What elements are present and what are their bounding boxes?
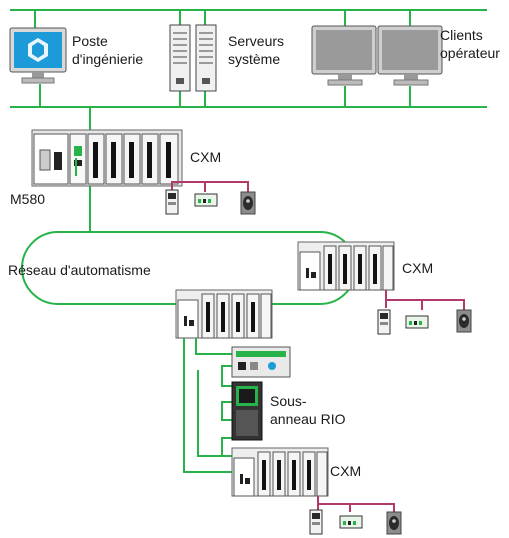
plc-rack-icon xyxy=(231,447,329,497)
server-icon xyxy=(195,24,217,92)
fieldbus-right xyxy=(385,290,465,310)
motor-starter-icon xyxy=(240,191,256,215)
operator-monitor-icon xyxy=(377,25,443,86)
cxm-right-label: CXM xyxy=(402,260,433,276)
plc-rack-icon xyxy=(175,289,273,339)
io-module-icon xyxy=(405,315,429,329)
m580-label: M580 xyxy=(10,191,45,207)
fieldbus-top xyxy=(75,158,249,192)
plc-rack-icon xyxy=(297,241,395,291)
servers-label-line1: Serveurs xyxy=(228,33,284,49)
motor-starter-icon xyxy=(386,511,402,535)
engineering-station-label-line2: d'ingénierie xyxy=(72,51,143,67)
motor-starter-icon xyxy=(456,309,472,333)
cxm-bottom-label: CXM xyxy=(330,463,361,479)
io-module-icon xyxy=(194,193,218,207)
fieldbus-bottom xyxy=(317,496,395,512)
drive-icon xyxy=(309,509,323,535)
subring-label-line2: anneau RIO xyxy=(270,411,346,427)
servers-label-line2: système xyxy=(228,51,280,67)
automation-network-label: Réseau d'automatisme xyxy=(8,262,151,278)
server-icon xyxy=(169,24,191,92)
engineering-workstation-icon xyxy=(9,27,67,84)
m580-rack xyxy=(31,129,183,187)
rio-subring xyxy=(183,338,234,473)
control-network xyxy=(10,9,487,130)
clients-label-line1: Clients xyxy=(440,27,483,43)
engineering-station-label-line1: Poste xyxy=(72,33,108,49)
io-module-icon xyxy=(339,515,363,529)
subring-label-line1: Sous- xyxy=(270,393,307,409)
operator-monitor-icon xyxy=(311,25,377,86)
cxm-top-label: CXM xyxy=(190,149,221,165)
drive-icon xyxy=(165,189,179,215)
clients-label-line2: opérateur xyxy=(440,45,500,61)
rio-io-module-icon xyxy=(231,346,291,378)
drive-icon xyxy=(377,309,391,335)
rio-drive-icon xyxy=(231,381,263,441)
